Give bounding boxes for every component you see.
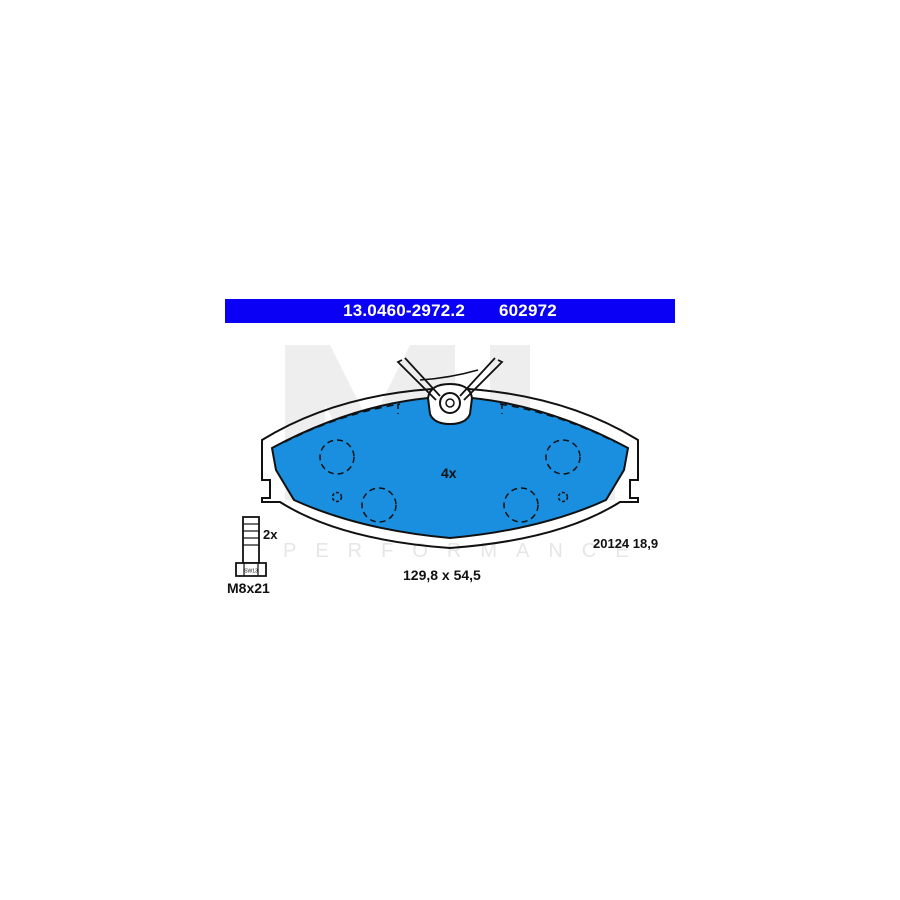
watermark-text: PERFORMANCE [283, 540, 648, 562]
rivet-hole-left-upper [319, 439, 355, 475]
rivet-hole-right-lower [503, 487, 539, 523]
pad-dimensions-label: 129,8 x 54,5 [403, 567, 481, 583]
part-number: 13.0460-2972.2 [343, 301, 465, 320]
centre-hole [439, 392, 461, 414]
bolt-quantity-label: 2x [263, 527, 278, 542]
bolt-icon: SW13 [235, 516, 267, 577]
bolt-head-mark: SW13 [244, 569, 258, 575]
header-bar: 13.0460-2972.2 602972 [225, 299, 675, 323]
bolt-size-label: M8x21 [227, 580, 270, 596]
rivet-hole-left-lower [361, 487, 397, 523]
rivet-hole-right-upper [545, 439, 581, 475]
wire-spring [396, 357, 441, 401]
pad-code-label: 20124 18,9 [593, 536, 659, 551]
backing-plate [261, 386, 639, 550]
pad-quantity-label: 4x [441, 465, 457, 481]
article-number: 602972 [498, 301, 557, 320]
